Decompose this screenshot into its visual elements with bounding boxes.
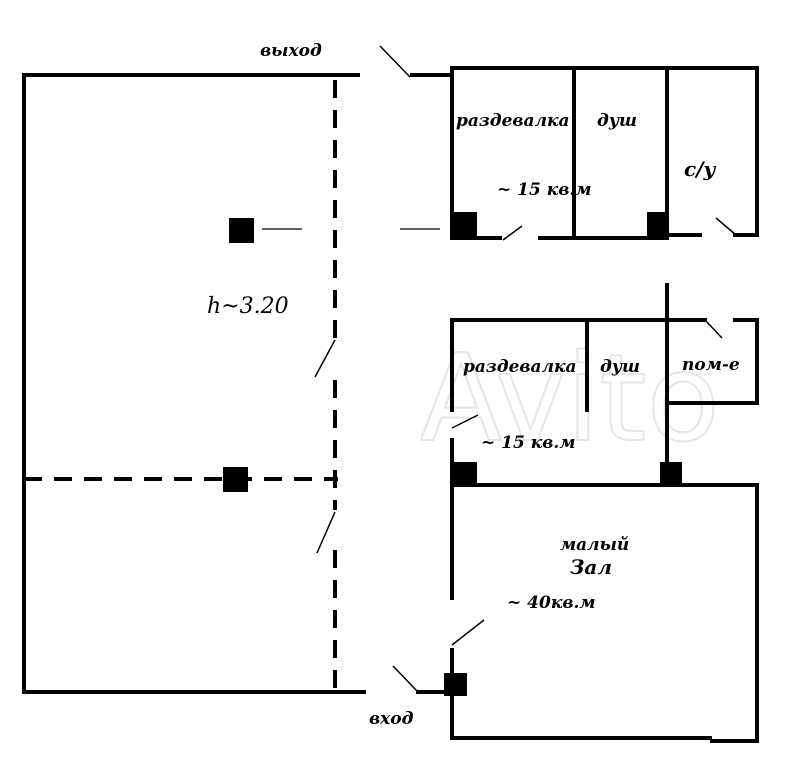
small-hall [444,483,759,743]
column-main-upper [229,218,254,243]
wc-label: с/у [684,157,716,181]
locker-room-bottom-label: раздевалка [463,357,577,377]
room-label: пом-е [682,355,740,375]
partition-door-lower [316,511,336,554]
small-hall-label-line2: Зал [570,555,612,579]
exit-label: выход [260,41,322,61]
column-top-left [452,212,477,239]
column-middle-left [452,462,477,487]
top-block [450,66,759,241]
column-top-right [647,212,669,239]
locker-door-swing-middle [451,414,479,429]
small-hall-door-swing [451,619,485,646]
main-hall [22,73,440,694]
room-door-swing [704,319,723,339]
wc-door-swing [715,217,737,236]
small-hall-label-line1: малый [560,535,629,555]
exit-door-swing [379,45,411,78]
locker-room-top-label: раздевалка [456,111,570,131]
watermark: Avito [420,330,720,469]
partition-door-upper [314,339,336,378]
middle-block [450,318,759,600]
column-middle-right [660,462,682,487]
column-entrance [444,673,467,696]
area-bottom-label: ~ 15 кв.м [481,433,576,453]
area-hall-label: ~ 40кв.м [507,593,596,613]
area-top-label: ~ 15 кв.м [497,180,592,200]
entrance-label: вход [369,709,414,729]
ceiling-height-label: h~3.20 [207,294,289,319]
shower-top-label: душ [597,111,637,131]
shower-bottom-label: душ [600,357,640,377]
column-main-lower [223,467,248,492]
locker-door-swing-top [502,225,523,241]
entrance-door-swing [392,665,419,693]
